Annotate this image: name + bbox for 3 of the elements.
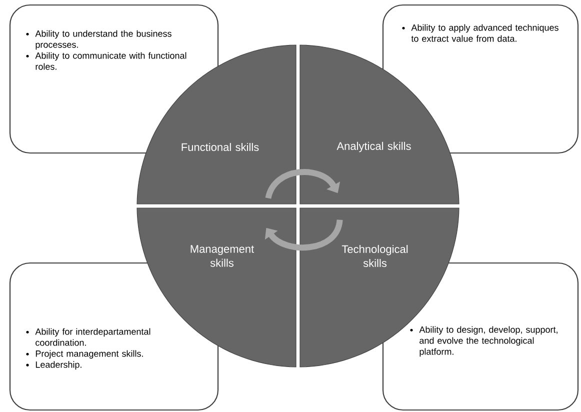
curved-arrow bbox=[264, 219, 343, 251]
curved-arrow bbox=[265, 169, 340, 200]
quadrant: Analytical skills bbox=[300, 44, 460, 204]
